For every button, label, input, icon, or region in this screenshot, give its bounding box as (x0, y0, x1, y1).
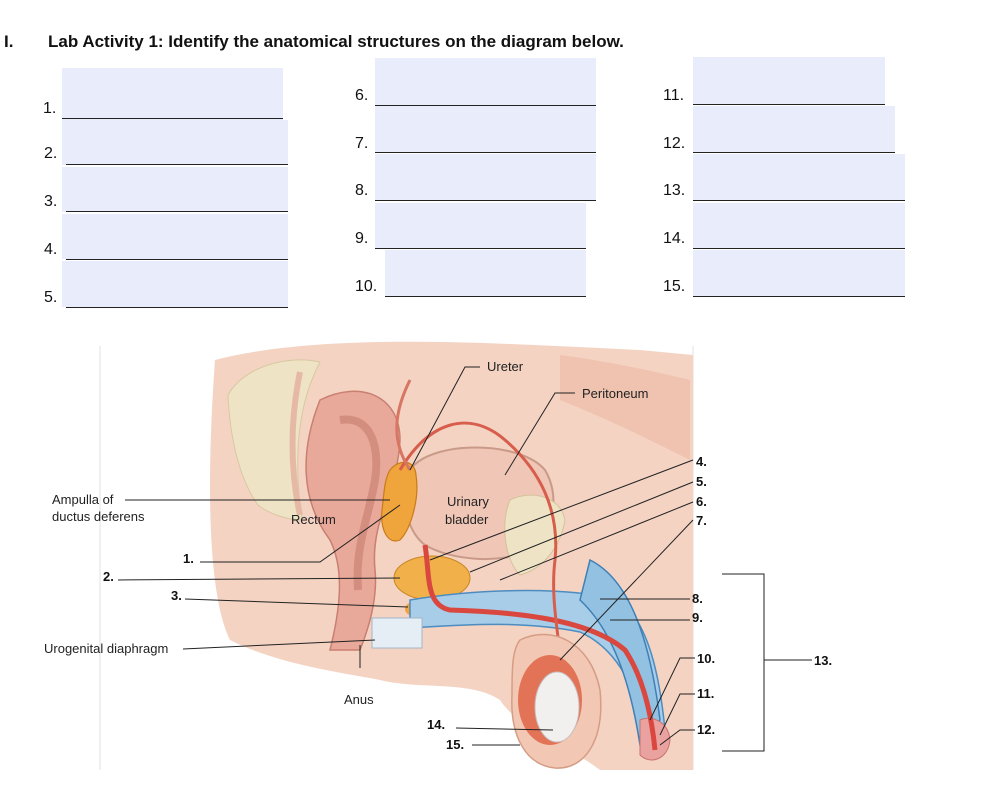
answer-input-15[interactable] (693, 250, 905, 296)
callout-5: 5. (696, 474, 707, 489)
answer-input-10[interactable] (385, 250, 586, 296)
ureter-structure (395, 379, 412, 471)
blank-number: 12. (663, 135, 686, 152)
answer-line (375, 152, 596, 153)
ureter-label: Ureter (487, 359, 524, 374)
answer-line (375, 105, 596, 106)
blank-number: 8. (355, 182, 369, 199)
blank-number: 10. (355, 278, 378, 295)
sacral-canal (289, 371, 303, 516)
answer-input-14[interactable] (693, 203, 905, 249)
answer-line (693, 104, 885, 105)
answer-input-6[interactable] (375, 58, 596, 106)
worksheet-title: Lab Activity 1: Identify the anatomical … (48, 32, 624, 51)
urogenital-diaphragm-label: Urogenital diaphragm (44, 641, 168, 656)
urogenital-diaphragm-structure (371, 617, 423, 649)
answer-line (62, 118, 283, 119)
bladder-label-line1: Urinary (447, 494, 489, 509)
answer-line (66, 259, 288, 260)
callout-9: 9. (692, 610, 703, 625)
bladder-label-line2: bladder (445, 512, 489, 527)
answer-line (66, 307, 288, 308)
answer-line (693, 200, 905, 201)
callout-4: 4. (696, 454, 707, 469)
answer-input-5[interactable] (62, 261, 288, 307)
answer-line (693, 248, 905, 249)
answer-line (66, 211, 288, 212)
callout-12: 12. (697, 722, 715, 737)
answer-line (66, 164, 288, 165)
answer-input-4[interactable] (62, 214, 288, 259)
blank-number: 15. (663, 278, 686, 295)
answer-input-13[interactable] (693, 154, 905, 201)
section-numeral: I. (4, 32, 14, 51)
callout-10: 10. (697, 651, 715, 666)
peritoneum-label: Peritoneum (582, 386, 648, 401)
answer-input-3[interactable] (62, 167, 288, 212)
leader-lines (117, 366, 812, 752)
callout-6: 6. (696, 494, 707, 509)
callout-11: 11. (697, 686, 714, 701)
answer-input-2[interactable] (62, 120, 288, 165)
blank-number: 7. (355, 135, 369, 152)
ductus-deferens (398, 421, 562, 661)
blank-number: 9. (355, 230, 369, 247)
answer-line (375, 248, 586, 249)
ampulla-label-line2: ductus deferens (52, 509, 145, 524)
pubic-bone (504, 494, 566, 576)
callout-1: 1. (183, 551, 194, 566)
blank-number: 11. (663, 87, 685, 104)
answer-line (385, 296, 586, 297)
blank-number: 3. (44, 193, 58, 210)
answer-input-11[interactable] (693, 57, 885, 105)
blank-number: 4. (44, 241, 58, 258)
abdominal-wall (560, 355, 690, 460)
answer-input-12[interactable] (693, 106, 895, 152)
anus-label: Anus (344, 692, 374, 707)
ampulla-label-line1: Ampulla of (52, 492, 114, 507)
callout-15: 15. (446, 737, 464, 752)
rectum-lumen (339, 415, 381, 591)
callout-13: 13. (814, 653, 832, 668)
answer-input-1[interactable] (62, 68, 283, 120)
blank-number: 5. (44, 289, 58, 306)
blank-number: 13. (663, 182, 686, 199)
answer-input-9[interactable] (375, 203, 586, 249)
answer-line (693, 152, 895, 153)
callout-7: 7. (696, 513, 707, 528)
blank-number: 6. (355, 87, 369, 104)
rectum-label: Rectum (291, 512, 336, 527)
testis (534, 671, 580, 743)
answer-input-8[interactable] (375, 154, 596, 201)
blank-number: 2. (44, 145, 58, 162)
callout-8: 8. (692, 591, 703, 606)
answer-input-7[interactable] (375, 106, 596, 152)
callout-3: 3. (171, 588, 182, 603)
anatomy-diagram: Ureter Peritoneum Ampulla of ductus defe… (44, 341, 832, 770)
blank-number: 14. (663, 230, 686, 247)
answer-line (375, 200, 596, 201)
callout-14: 14. (427, 717, 445, 732)
callout-2: 2. (103, 569, 114, 584)
blank-number: 1. (43, 100, 57, 117)
answer-line (693, 296, 905, 297)
